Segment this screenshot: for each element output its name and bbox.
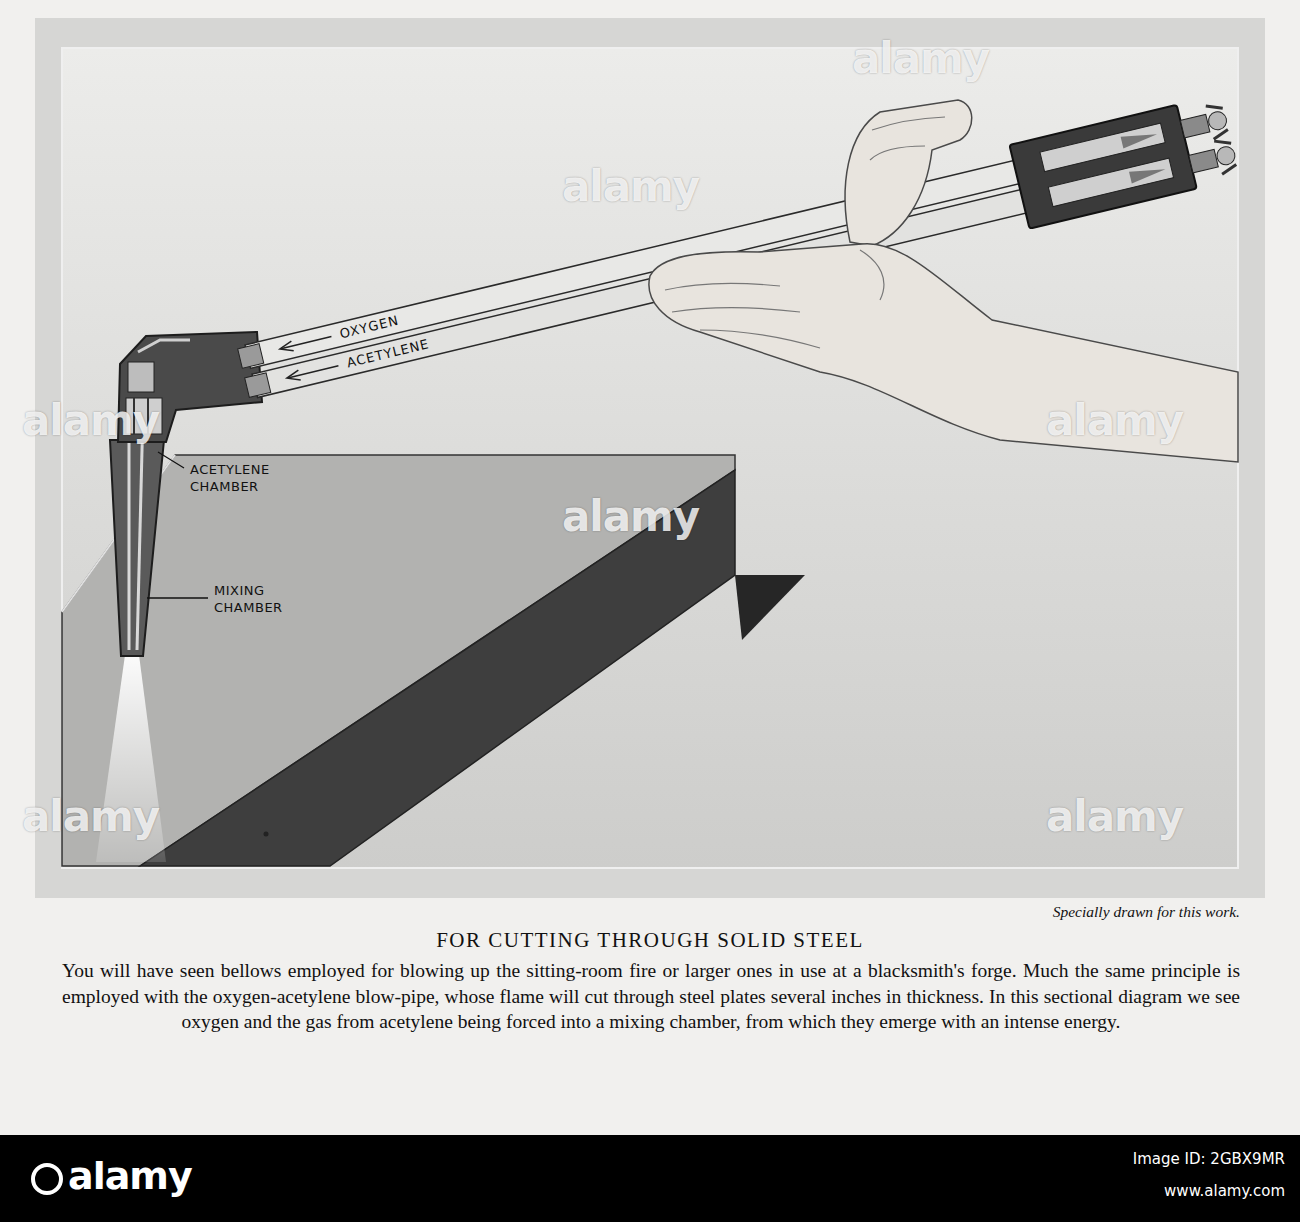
valve-knob <box>1215 145 1237 167</box>
block-shadow <box>735 575 805 640</box>
oxygen-passage <box>128 362 154 392</box>
oxygen-channel <box>138 340 190 352</box>
picture-frame <box>35 18 1265 898</box>
lower-hand-and-arm <box>649 244 1238 462</box>
watermark: alamy <box>852 34 989 83</box>
upper-hand <box>845 100 972 246</box>
nozzle-bore <box>128 410 131 650</box>
picture-ground <box>62 48 1238 868</box>
valve-cone <box>1129 163 1167 183</box>
valve-knob <box>1207 110 1229 132</box>
watermark: alamy <box>1046 396 1183 445</box>
leader-line <box>147 597 208 598</box>
valve-stem <box>1189 149 1218 173</box>
part-label: MIXING CHAMBER <box>214 582 283 616</box>
watermark: alamy <box>22 396 159 445</box>
watermark: alamy <box>22 792 159 841</box>
caption: You will have seen bellows employed for … <box>62 958 1240 1035</box>
handle-passage <box>1048 158 1173 206</box>
watermark: alamy <box>562 492 699 541</box>
flow-arrow <box>286 370 301 383</box>
valve-stem <box>1180 114 1209 138</box>
watermark: alamy <box>1046 792 1183 841</box>
tube-end <box>245 373 271 398</box>
nozzle-bore <box>137 410 143 650</box>
logo-text: alamy <box>68 1154 192 1198</box>
part-label: ACETYLENE CHAMBER <box>190 461 270 495</box>
credit-note: Specially drawn for this work. <box>860 903 1240 921</box>
valve-wing <box>1206 102 1229 139</box>
title: FOR CUTTING THROUGH SOLID STEEL <box>0 928 1300 953</box>
block-side-face <box>140 470 735 866</box>
finger-line <box>665 250 884 348</box>
handle <box>1009 105 1196 229</box>
tube-end <box>238 344 264 369</box>
footer-bar <box>0 1135 1300 1222</box>
finger-line <box>870 117 945 160</box>
site-url: www.alamy.com <box>1040 1182 1285 1200</box>
logo-mark <box>33 1165 61 1193</box>
valve-cone <box>1121 128 1159 148</box>
leader-line <box>158 452 184 468</box>
flow-arrow <box>279 341 294 354</box>
valve-wing <box>1214 137 1237 174</box>
image-id: Image ID: 2GBX9MR <box>1040 1150 1285 1168</box>
block-top-face <box>62 455 735 866</box>
watermark: alamy <box>562 162 699 211</box>
block-dot <box>264 832 269 837</box>
